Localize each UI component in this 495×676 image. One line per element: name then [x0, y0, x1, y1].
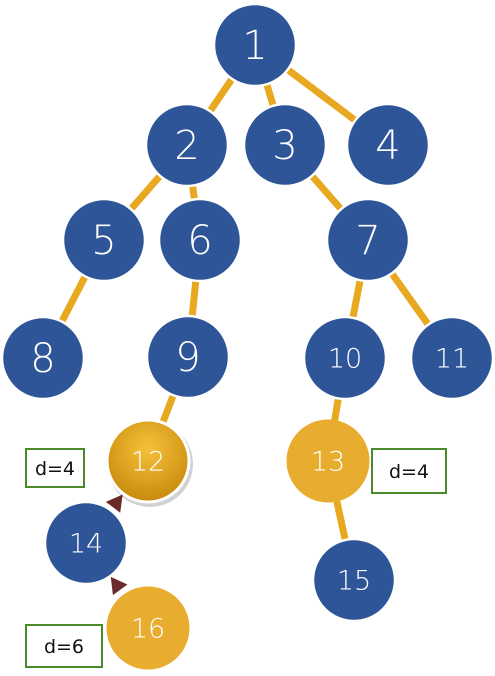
- node-12: 12: [105, 418, 193, 507]
- node-circle: [409, 315, 495, 401]
- node-label: 1: [242, 23, 267, 69]
- distance-label-box: [25, 448, 85, 488]
- node-label: 16: [131, 614, 165, 645]
- node-3: 3: [242, 102, 328, 188]
- node-circle: [61, 197, 147, 283]
- node-5: 5: [61, 197, 147, 283]
- node-circle: [145, 314, 231, 400]
- node-label: 2: [174, 123, 199, 169]
- node-label: 11: [435, 344, 469, 375]
- node-circle: [157, 197, 243, 283]
- node-circle: [43, 500, 129, 586]
- node-circle: [286, 419, 370, 503]
- node-label: 13: [311, 447, 345, 478]
- node-circle: [242, 102, 328, 188]
- node-14: 14: [43, 500, 129, 586]
- distance-label-text: d=6: [44, 636, 84, 658]
- distance-label-d13: d=4: [371, 448, 447, 494]
- arrow-16-to-14: [110, 576, 128, 596]
- node-label: 10: [328, 344, 362, 375]
- node-circle: [311, 537, 397, 623]
- node-circle: [302, 315, 388, 401]
- node-16: 16: [106, 586, 190, 670]
- arrow-14-to-12: [105, 494, 123, 513]
- distance-labels-layer: d=4 d=4 d=6: [25, 448, 447, 668]
- node-circle: [144, 102, 230, 188]
- arrows-layer: [105, 494, 128, 596]
- node-label: 4: [375, 123, 400, 169]
- node-8: 8: [0, 315, 86, 401]
- node-label: 15: [337, 566, 371, 597]
- distance-label-d12: d=4: [25, 448, 85, 488]
- node-4: 4: [345, 102, 431, 188]
- node-11: 11: [409, 315, 495, 401]
- node-circle: [0, 315, 86, 401]
- node-circle: [212, 2, 298, 88]
- node-label: 8: [30, 336, 55, 382]
- node-15: 15: [311, 537, 397, 623]
- node-circle: [105, 418, 191, 504]
- node-label: 5: [91, 218, 116, 264]
- node-label: 3: [272, 123, 297, 169]
- node-13: 13: [286, 419, 370, 503]
- node-10: 10: [302, 315, 388, 401]
- node-1: 1: [212, 2, 298, 88]
- node-label: 9: [175, 335, 200, 381]
- node-7: 7: [325, 197, 411, 283]
- distance-label-box: [371, 448, 447, 494]
- node-label: 6: [187, 218, 212, 264]
- node-label: 7: [355, 218, 380, 264]
- node-label: 12: [131, 447, 165, 478]
- distance-label-text: d=4: [389, 461, 429, 483]
- node-6: 6: [157, 197, 243, 283]
- distance-label-d16: d=6: [25, 624, 103, 668]
- node-label: 14: [69, 529, 103, 560]
- node-circle: [345, 102, 431, 188]
- node-9: 9: [145, 314, 231, 400]
- node-circle: [325, 197, 411, 283]
- distance-label-text: d=4: [35, 458, 75, 480]
- node-circle: [106, 586, 190, 670]
- distance-label-box: [25, 624, 103, 668]
- node-2: 2: [144, 102, 230, 188]
